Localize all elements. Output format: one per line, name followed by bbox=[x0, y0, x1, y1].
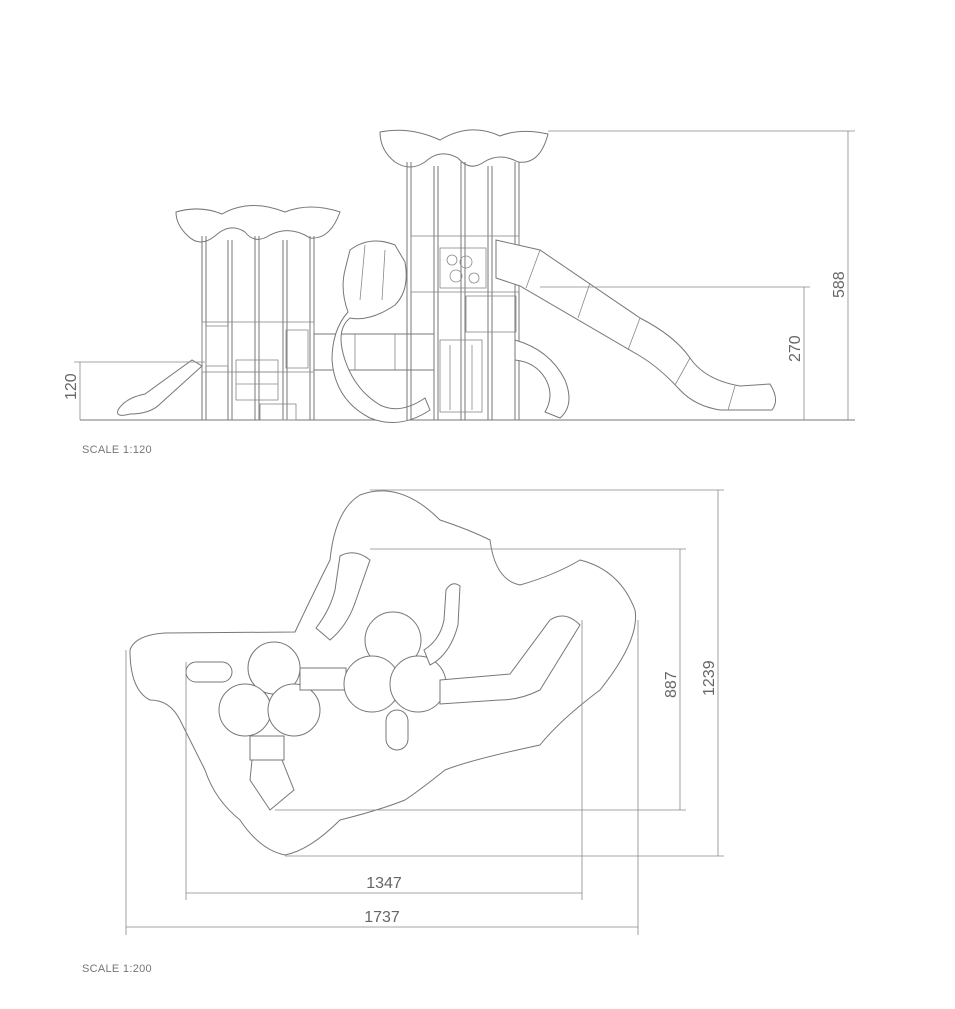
left-steps bbox=[259, 403, 297, 421]
right-tube-slide bbox=[495, 239, 776, 411]
spiral-tube-slide bbox=[331, 240, 431, 423]
plan-left-slide bbox=[185, 661, 233, 683]
left-slide bbox=[117, 359, 203, 416]
right-panel-circles bbox=[439, 247, 487, 289]
plan-climber bbox=[249, 759, 295, 811]
dim-height-total: 588 bbox=[831, 271, 848, 298]
right-dome-right bbox=[389, 655, 447, 713]
safety-zone-outline bbox=[129, 490, 637, 856]
elevation-dimensions: 588 270 120 bbox=[63, 130, 855, 420]
left-canopy bbox=[175, 204, 341, 243]
dim-platform-high: 270 bbox=[787, 335, 804, 362]
right-platform-panel bbox=[465, 295, 517, 333]
plan-view bbox=[129, 490, 637, 856]
plan-straight-slide bbox=[385, 709, 409, 751]
left-panel-b bbox=[285, 329, 309, 369]
left-tower-posts bbox=[201, 236, 315, 420]
right-curved-slide bbox=[514, 339, 570, 419]
right-canopy bbox=[379, 129, 549, 168]
dim-depth-outer: 1239 bbox=[701, 660, 718, 696]
dim-depth-inner: 887 bbox=[663, 671, 680, 698]
left-ladder bbox=[235, 359, 279, 401]
dim-width-outer: 1737 bbox=[364, 909, 400, 926]
plan-ladder bbox=[249, 735, 285, 761]
left-panel-a bbox=[205, 325, 229, 367]
dim-width-inner: 1347 bbox=[366, 875, 402, 892]
plan-connecting-tube bbox=[299, 667, 347, 691]
plan-top-tube bbox=[315, 552, 371, 641]
right-straight-slide bbox=[439, 339, 483, 413]
left-dome-left bbox=[218, 683, 272, 737]
elevation-view bbox=[80, 129, 855, 423]
left-dome-right bbox=[267, 683, 321, 737]
dim-platform-low: 120 bbox=[63, 373, 80, 400]
plan-scale-label: SCALE 1:200 bbox=[82, 963, 152, 975]
plan-dimensions: 1347 1737 887 1239 bbox=[125, 489, 724, 935]
plan-right-tube bbox=[439, 615, 581, 705]
right-tower-posts bbox=[406, 162, 520, 420]
left-tower-panel bbox=[201, 321, 315, 373]
elevation-scale-label: SCALE 1:120 bbox=[82, 444, 152, 456]
plan-curved-slide bbox=[423, 583, 461, 666]
